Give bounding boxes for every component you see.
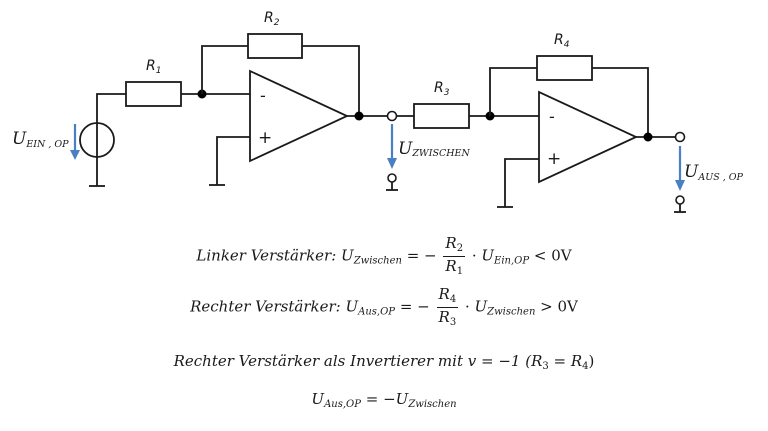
- symbol: R: [445, 257, 457, 275]
- output-voltage-arrow: [675, 146, 685, 191]
- symbol: U: [481, 246, 495, 265]
- subscript: Aus,OP: [324, 399, 361, 410]
- condition-text: Rechter Verstärker als Invertierer mit v…: [173, 352, 532, 370]
- opamp-triangle-icon: [538, 90, 639, 184]
- subscript: Zwischen: [408, 399, 457, 410]
- symbol: R: [438, 285, 450, 303]
- r3-label: R3: [434, 80, 450, 98]
- subscript: 4: [449, 294, 457, 305]
- output-voltage-label: UAUS , OP: [684, 162, 744, 183]
- input-voltage-label: UEIN , OP: [12, 129, 69, 150]
- symbol: R: [531, 352, 543, 370]
- symbol: R: [438, 308, 450, 326]
- formula-left-amplifier: Linker Verstärker: UZwischen = − R2 R1 ·…: [0, 236, 768, 277]
- operator: = −: [401, 246, 437, 265]
- resistor-r1: [125, 81, 182, 107]
- subscript: Zwischen: [487, 306, 536, 318]
- subscript: Zwischen: [353, 255, 402, 267]
- junction-node: [354, 111, 364, 121]
- fraction: R4 R3: [436, 285, 459, 328]
- ground-terminal-icon: [386, 173, 398, 191]
- formula-inverter-condition: Rechter Verstärker als Invertierer mit v…: [0, 352, 768, 372]
- input-voltage-arrow: [70, 124, 80, 160]
- symbol: U: [341, 246, 354, 265]
- inequality: < 0V: [529, 246, 572, 265]
- opamp-triangle-icon: [249, 69, 350, 163]
- inequality: > 0V: [535, 297, 578, 316]
- resistor-r2: [247, 33, 303, 59]
- input-voltage-source: [79, 93, 126, 187]
- r1-label: R1: [146, 58, 161, 76]
- operator: =: [548, 352, 571, 370]
- subscript: 4: [582, 361, 589, 372]
- symbol: U: [474, 297, 488, 316]
- symbol: U: [311, 390, 325, 408]
- paren: ): [588, 352, 595, 370]
- output-terminal: [674, 131, 686, 143]
- fraction: R2 R1: [443, 234, 466, 277]
- inverting-input-sign: -: [549, 107, 555, 126]
- subscript: 3: [542, 361, 549, 372]
- symbol: R: [570, 352, 583, 370]
- operator: = −: [360, 390, 396, 408]
- formula-right-amplifier: Rechter Verstärker: UAus,OP = − R4 R3 · …: [0, 287, 768, 328]
- inverting-input-sign: -: [260, 86, 266, 105]
- resistor-r4: [536, 55, 593, 81]
- r4-label: R4: [554, 32, 570, 50]
- noninverting-input-sign: +: [547, 149, 561, 169]
- subscript: 2: [456, 243, 464, 254]
- formula-result: UAus,OP = −UZwischen: [0, 390, 768, 410]
- subscript: 1: [456, 266, 464, 277]
- intermediate-voltage-label: UZWISCHEN: [398, 139, 470, 159]
- symbol: U: [345, 297, 359, 316]
- operator: = −: [395, 297, 430, 316]
- resistor-r3: [413, 103, 470, 129]
- noninverting-input-sign: +: [258, 128, 272, 148]
- formula-prefix: Rechter Verstärker:: [190, 297, 346, 316]
- symbol: U: [395, 390, 409, 408]
- intermediate-voltage-arrow: [387, 124, 397, 169]
- subscript: Aus,OP: [358, 306, 396, 318]
- formula-prefix: Linker Verstärker:: [196, 246, 342, 265]
- intermediate-terminal: [386, 110, 398, 122]
- opamp-left: - +: [249, 69, 350, 163]
- subscript: 3: [449, 317, 457, 328]
- operator: ·: [467, 246, 482, 265]
- subscript: Ein,OP: [494, 255, 530, 267]
- r2-label: R2: [264, 10, 280, 28]
- junction-node: [643, 132, 653, 142]
- symbol: R: [445, 234, 457, 252]
- ground-terminal-icon: [674, 195, 686, 213]
- opamp-right: - +: [538, 90, 639, 184]
- circuit-diagram: UEIN , OP R1 R2 - + UZWISCHEN R3 R4 -: [12, 10, 744, 213]
- operator: ·: [460, 297, 475, 316]
